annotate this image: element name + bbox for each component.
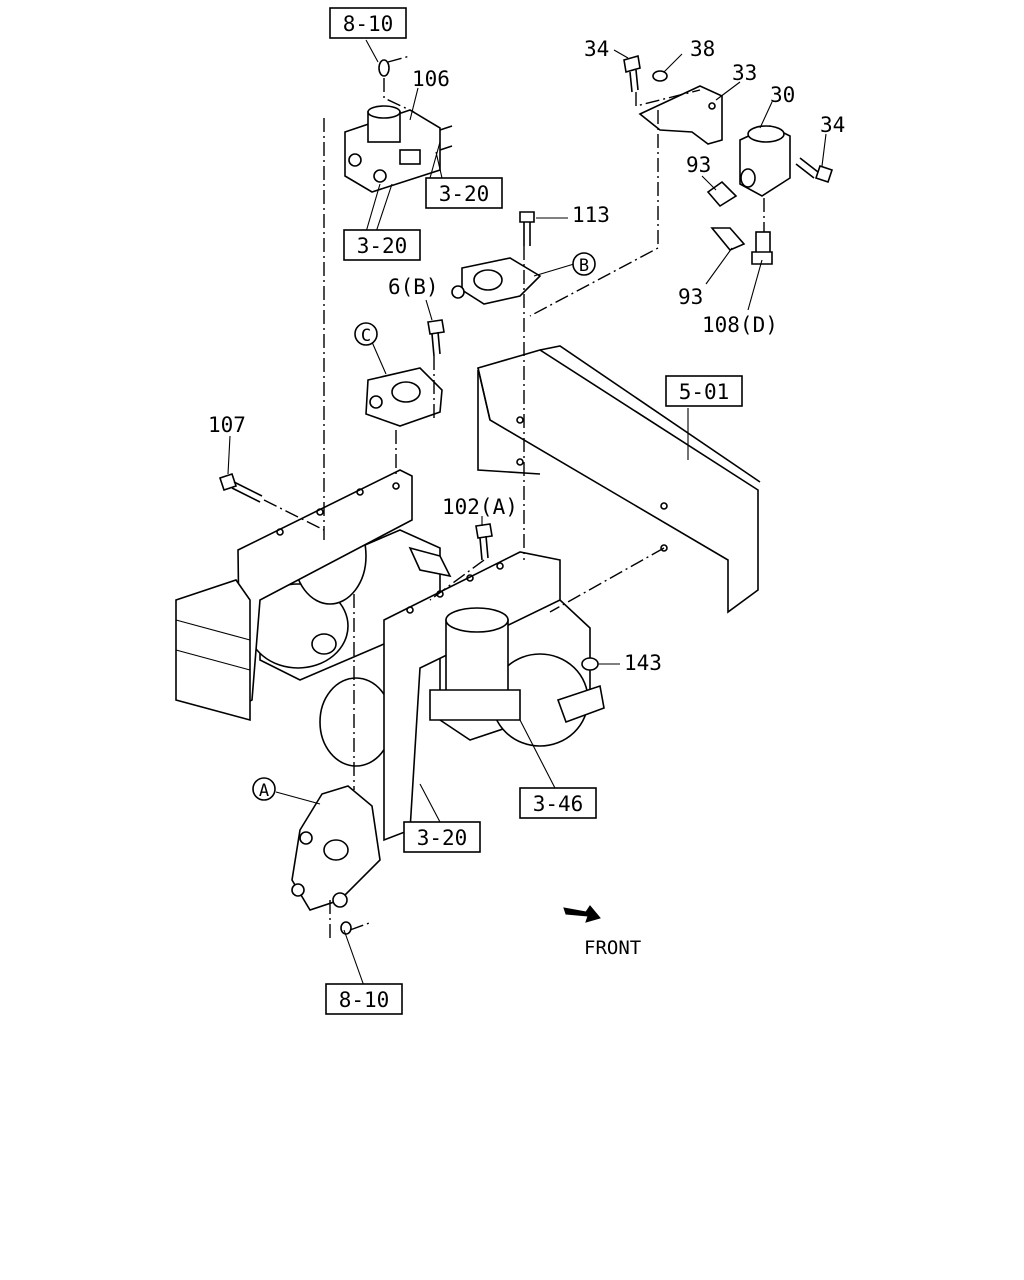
ref-box-3-20-a[interactable]: 3-20	[425, 177, 503, 209]
callout-108d: 108(D)	[702, 313, 778, 337]
frame-rail	[477, 345, 761, 614]
valve-a-assembly	[291, 785, 381, 935]
svg-text:3-20: 3-20	[439, 182, 490, 206]
svg-text:3-46: 3-46	[533, 792, 584, 816]
ref-box-8-10-bottom[interactable]: 8-10	[325, 983, 403, 1015]
svg-text:3-20: 3-20	[357, 234, 408, 258]
callout-38: 38	[690, 37, 715, 61]
assembly-lines	[263, 55, 765, 940]
ref-box-8-10-top[interactable]: 8-10	[329, 7, 407, 39]
circle-label-b: B	[572, 252, 596, 276]
callout-33: 33	[732, 61, 757, 85]
bolt-107	[218, 472, 263, 503]
air-dryer	[429, 607, 521, 721]
svg-text:B: B	[579, 256, 589, 276]
svg-text:3-20: 3-20	[417, 826, 468, 850]
ref-box-5-01[interactable]: 5-01	[665, 375, 743, 407]
callout-6b: 6(B)	[388, 275, 439, 299]
callout-93-upper: 93	[686, 153, 711, 177]
ref-box-3-20-b[interactable]: 3-20	[343, 229, 421, 261]
ref-box-3-46[interactable]: 3-46	[519, 787, 597, 819]
callout-34-top: 34	[584, 37, 609, 61]
fitting-143	[581, 657, 599, 671]
fitting-93-upper	[706, 180, 738, 208]
bolt-34-right	[795, 157, 834, 184]
svg-text:8-10: 8-10	[343, 12, 394, 36]
front-arrow-icon	[563, 905, 601, 923]
callout-143: 143	[624, 651, 662, 675]
fitting-108d	[751, 231, 773, 265]
svg-text:C: C	[361, 326, 371, 346]
valve-c-assembly	[365, 319, 445, 427]
valve-30	[739, 125, 791, 197]
callout-107: 107	[208, 413, 246, 437]
callout-34-right: 34	[820, 113, 845, 137]
bolt-102a	[475, 523, 493, 561]
callout-106: 106	[412, 67, 450, 91]
svg-text:A: A	[259, 781, 269, 801]
circle-label-c: C	[354, 322, 378, 346]
callout-113: 113	[572, 203, 610, 227]
circle-label-a: A	[252, 777, 276, 801]
fitting-93-lower	[710, 227, 746, 251]
relay-valve-assembly-upper	[344, 105, 453, 193]
callout-93-lower: 93	[678, 285, 703, 309]
bolt-34-top	[623, 54, 641, 93]
svg-text:8-10: 8-10	[339, 988, 390, 1012]
front-label: FRONT	[584, 937, 641, 959]
leader-lines	[227, 39, 827, 987]
bracket-block-left	[175, 579, 251, 722]
valve-b-assembly	[451, 211, 542, 305]
washer-38	[652, 70, 668, 82]
callout-102a: 102(A)	[442, 495, 518, 519]
sensor-switch	[408, 546, 605, 724]
ref-box-3-20-c[interactable]: 3-20	[403, 821, 481, 853]
connector-8-10-top	[378, 59, 390, 77]
svg-text:5-01: 5-01	[679, 380, 730, 404]
callout-30: 30	[770, 83, 795, 107]
bracket-33	[638, 85, 723, 145]
